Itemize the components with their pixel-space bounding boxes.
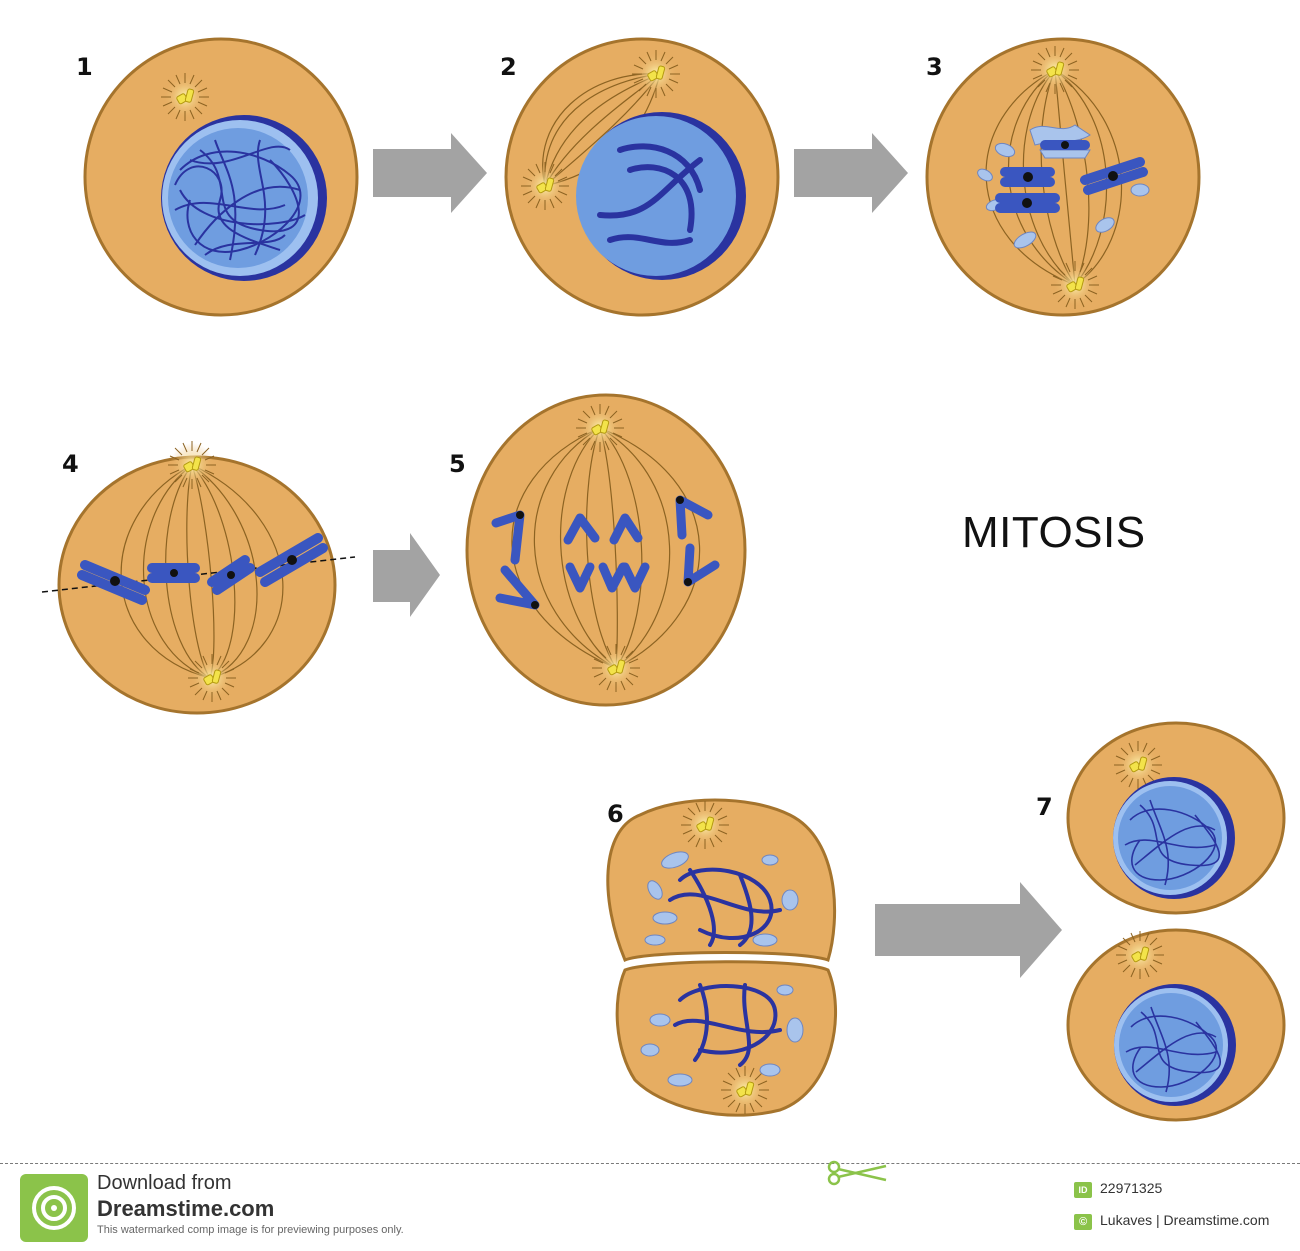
- stage-label-5: 5: [449, 450, 466, 478]
- stage-label-1: 1: [76, 53, 93, 81]
- decondensing-chromosomes: [668, 867, 782, 1067]
- centrosome-icon: [160, 72, 210, 122]
- stage-2-cell: [504, 37, 780, 317]
- centrosome-icon: [1050, 260, 1100, 310]
- stage-label-7: 7: [1036, 793, 1053, 821]
- footer-credit: Lukaves | Dreamstime.com: [1100, 1212, 1270, 1228]
- stage-label-6: 6: [607, 800, 624, 828]
- centrosome-icon: [1115, 930, 1165, 980]
- footer-download-text: Download from: [97, 1172, 232, 1194]
- stage-4-cell: [41, 440, 356, 715]
- centrosome-icon: [631, 49, 681, 99]
- stage-7-cells: [1066, 721, 1286, 1122]
- arrow-icon: [794, 133, 908, 213]
- centrosome-icon: [575, 403, 625, 453]
- mitosis-diagram: [41, 37, 1286, 1122]
- chromosomes: [77, 533, 328, 605]
- diagram-title: MITOSIS: [962, 508, 1146, 557]
- reforming-nuclear-envelope: [640, 851, 804, 1087]
- stage-label-2: 2: [500, 53, 517, 81]
- condensed-chromosomes: [597, 143, 703, 246]
- centrosome-icon: [1030, 45, 1080, 95]
- stage-label-4: 4: [62, 450, 79, 478]
- centrosome-icon: [520, 161, 570, 211]
- separating-chromatids: [491, 495, 720, 610]
- footer-bar: Download from Dreamstime.com This waterm…: [0, 1160, 1300, 1251]
- image-id: 22971325: [1100, 1180, 1163, 1196]
- footer-watermark-note: This watermarked comp image is for previ…: [97, 1224, 404, 1236]
- stage-5-cell: [465, 393, 747, 707]
- arrow-icon: [875, 882, 1062, 978]
- footer-divider: [0, 1163, 1300, 1164]
- id-badge-icon: ID: [1074, 1182, 1092, 1198]
- stage-label-3: 3: [926, 53, 943, 81]
- dreamstime-logo-icon[interactable]: [20, 1174, 88, 1242]
- footer-site-link[interactable]: Dreamstime.com: [97, 1196, 275, 1221]
- stage-6-cell: [606, 798, 838, 1117]
- scissors-icon: [827, 1160, 887, 1186]
- arrow-icon: [373, 533, 440, 617]
- stage-1-cell: [83, 37, 359, 317]
- centrosome-icon: [680, 800, 730, 850]
- chromatin: [174, 139, 306, 261]
- centrosome-icon: [591, 643, 641, 693]
- centrosome-icon: [167, 440, 217, 490]
- stage-3-cell: [925, 37, 1201, 317]
- centrosome-icon: [187, 653, 237, 703]
- arrow-icon: [373, 133, 487, 213]
- copyright-badge-icon: ©: [1074, 1214, 1092, 1230]
